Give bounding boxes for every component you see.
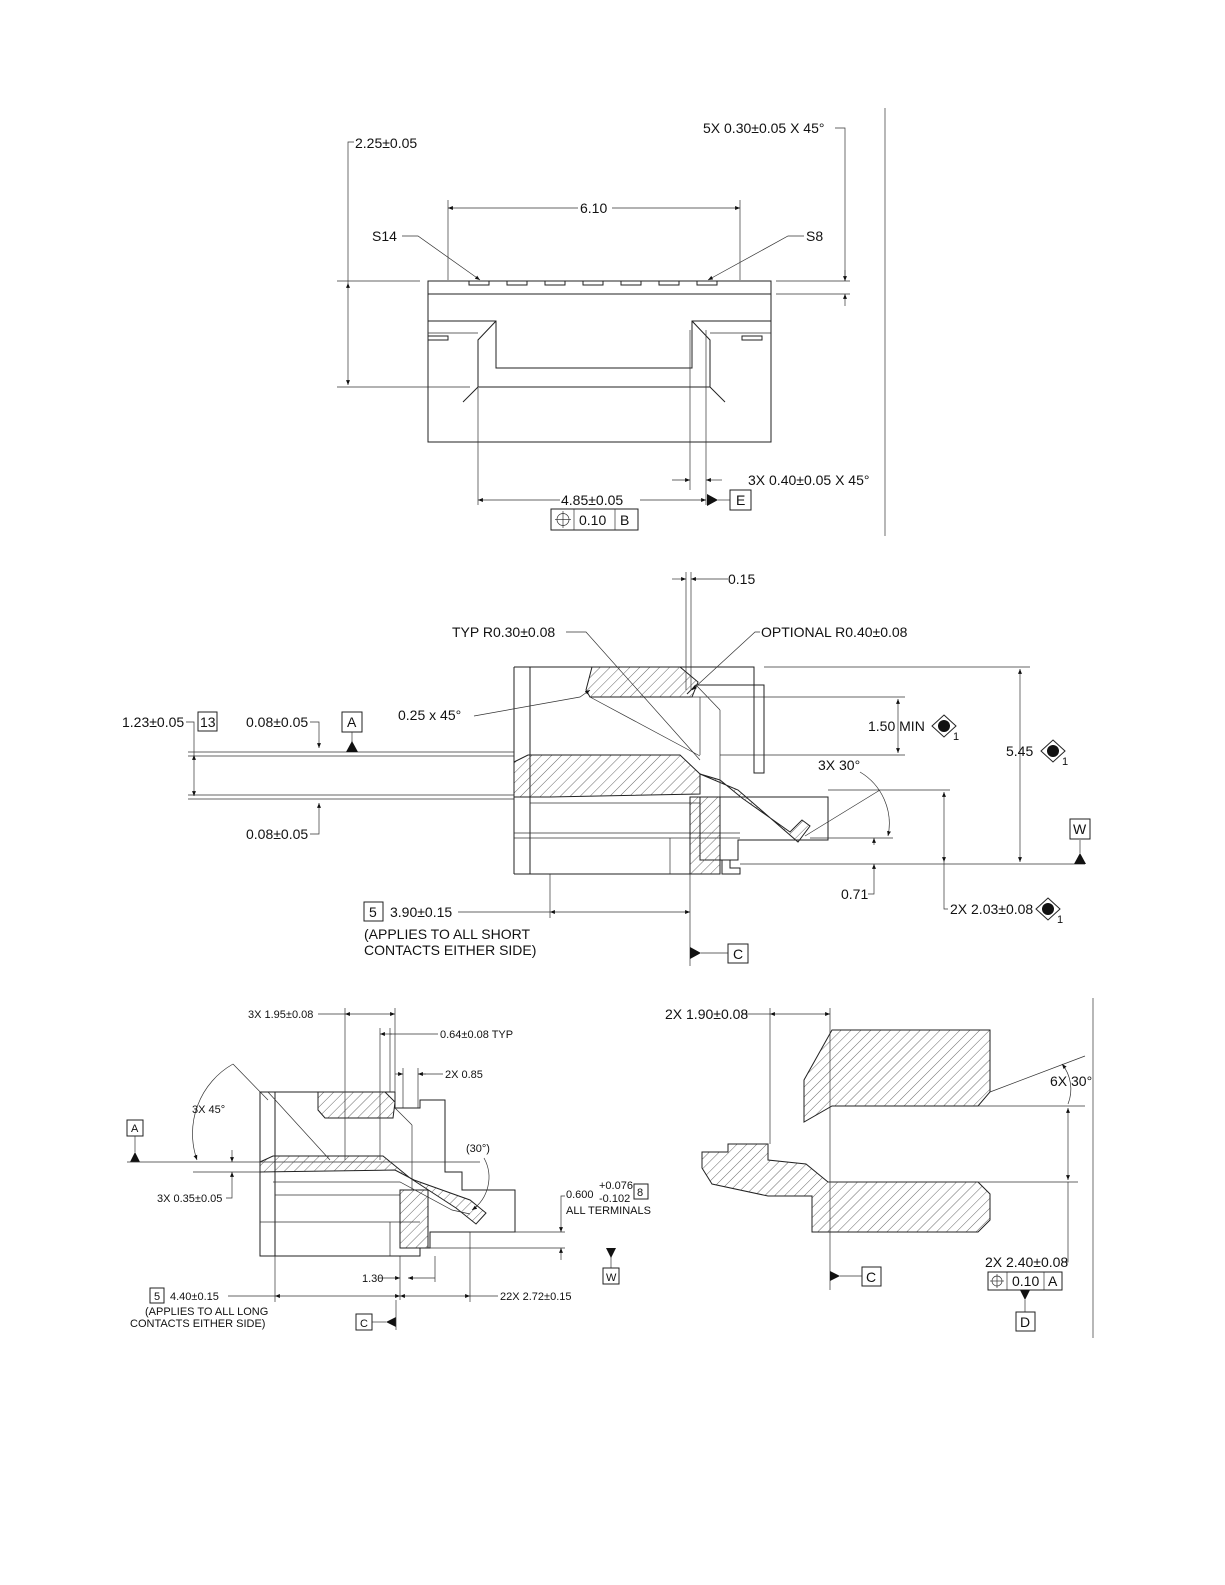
view1-dim-width: 6.10	[580, 200, 607, 216]
view2-dim-left: 1.23±0.05	[122, 714, 184, 730]
view3-dim-272: 22X 2.72±0.15	[500, 1291, 571, 1303]
view2-hatch-mid	[513, 754, 701, 798]
view2-flag-13	[197, 711, 218, 732]
view3-tol-base: 0.600	[566, 1189, 594, 1201]
view2-radius-typ: TYP R0.30±0.08	[452, 624, 555, 640]
view2-dim-071: 0.71	[841, 886, 868, 902]
view1-fcf-datum: B	[620, 512, 629, 528]
view3-housing	[259, 1091, 516, 1257]
view4-feature-control-frame: 0.10 A	[987, 1271, 1063, 1291]
view2-datum-a: A	[347, 714, 357, 730]
view1-cavity	[428, 320, 771, 369]
view3-note-terminals: ALL TERMINALS	[566, 1205, 651, 1217]
view3-long-contact-view: 3X 45° A 3X 0.35±0.05 3X 1.95±0.08 0.64±…	[126, 1008, 651, 1331]
view2-flag-13-label: 13	[200, 714, 216, 730]
view3-dim-130: 1.30	[362, 1273, 383, 1285]
view3-note-line2: CONTACTS EITHER SIDE)	[130, 1318, 265, 1330]
view2-height: 5.45	[1006, 743, 1033, 759]
view2-min-dim: 1.50 MIN	[868, 718, 925, 734]
view3-dim-085: 2X 0.85	[445, 1069, 483, 1081]
view2-radius-optional: OPTIONAL R0.40±0.08	[761, 624, 908, 640]
view4-terminal-detail: 2X 1.90±0.08 6X 30° 2X 2.40±0.08 0.10 A …	[665, 998, 1094, 1338]
view3-datum-w: W	[606, 1272, 617, 1284]
view3-flag-8-label: 8	[637, 1187, 643, 1199]
view2-datum-c: C	[733, 946, 743, 962]
view2-section-view: TYP R0.30±0.08 OPTIONAL R0.40±0.08 0.25 …	[122, 571, 1091, 966]
view4-hatch-top	[803, 1029, 991, 1123]
view3-flag-8	[633, 1183, 649, 1200]
view3-dim-195: 3X 1.95±0.08	[248, 1009, 313, 1021]
view1-label-s8: S8	[806, 228, 823, 244]
view4-datum-c-box	[861, 1266, 882, 1287]
view1-contact-pads	[468, 280, 718, 286]
view2-chamfer: 0.25 x 45°	[398, 707, 461, 723]
view1-body	[427, 280, 772, 443]
view2-note-line1: (APPLIES TO ALL SHORT	[364, 926, 530, 942]
view1-feature-control-frame: 0.10 B	[550, 508, 639, 531]
view3-flag-5	[149, 1287, 165, 1304]
view3-datum-c: C	[360, 1318, 368, 1330]
view3-dim-064: 0.64±0.08 TYP	[440, 1029, 513, 1041]
view2-flag-5	[363, 901, 384, 922]
view3-hatch-bottom	[399, 1189, 429, 1249]
view3-dim-440: 4.40±0.15	[170, 1291, 219, 1303]
view3-note-line1: (APPLIES TO ALL LONG	[145, 1306, 268, 1318]
critical-diamond-icon: 1	[1040, 739, 1068, 768]
view1-top-view: S14 S8 6.10 2.25±0.05 5X 0.30±0.05 X 45°…	[337, 108, 886, 536]
view3-datum-a: A	[131, 1123, 139, 1135]
view1-dim-height: 2.25±0.05	[355, 135, 417, 151]
view2-flag-5-label: 5	[369, 904, 377, 920]
view3-flag-5-label: 5	[154, 1291, 160, 1303]
view4-fcf-datum: A	[1048, 1273, 1058, 1289]
datum-e-label: E	[736, 492, 745, 508]
view2-dim-thick-bottom: 0.08±0.05	[246, 826, 308, 842]
view4-angle-30: 6X 30°	[1050, 1073, 1092, 1089]
view2-datum-w: W	[1073, 821, 1087, 837]
view1-fcf-value: 0.10	[579, 512, 606, 528]
subscript-1: 1	[953, 731, 959, 743]
subscript-1: 1	[1057, 914, 1063, 926]
subscript-1: 1	[1062, 756, 1068, 768]
view2-dim-thick-top: 0.08±0.05	[246, 714, 308, 730]
view3-contact	[259, 1155, 487, 1225]
view3-angle-30: (30°)	[466, 1143, 490, 1155]
view2-dim-gap: 0.15	[728, 571, 755, 587]
view2-hatch-top	[585, 666, 699, 698]
view2-note-line2: CONTACTS EITHER SIDE)	[364, 942, 536, 958]
view2-contact	[699, 773, 811, 843]
view4-dim-190: 2X 1.90±0.08	[665, 1006, 748, 1022]
datum-e-triangle	[707, 494, 718, 506]
view4-datum-d-box	[1015, 1311, 1036, 1332]
view3-datum-w-box	[602, 1267, 620, 1285]
view4-datum-c: C	[866, 1269, 876, 1285]
view3-angle-45: 3X 45°	[192, 1104, 225, 1116]
view1-dim-chamfer-bottom: 3X 0.40±0.05 X 45°	[748, 472, 869, 488]
view4-fcf-value: 0.10	[1012, 1273, 1039, 1289]
view4-dim-240: 2X 2.40±0.08	[985, 1254, 1068, 1270]
view1-dim-chamfer-top: 5X 0.30±0.05 X 45°	[703, 120, 824, 136]
view2-dim-203: 2X 2.03±0.08	[950, 901, 1033, 917]
view3-hatch-top	[317, 1091, 396, 1119]
critical-diamond-icon: 1	[931, 714, 959, 743]
datum-e-box	[729, 489, 752, 511]
view1-dim-span: 4.85±0.05	[561, 492, 623, 508]
critical-diamond-icon: 1	[1035, 897, 1063, 926]
view3-tol-plus: +0.076	[599, 1180, 633, 1192]
view2-dim-390: 3.90±0.15	[390, 904, 452, 920]
view1-label-s14: S14	[372, 228, 397, 244]
view3-tol-minus: -0.102	[599, 1193, 630, 1205]
view4-datum-d: D	[1020, 1314, 1030, 1330]
view2-hatch-bottom	[689, 796, 721, 875]
view4-hatch-bottom	[701, 1143, 991, 1233]
view2-datum-w-box	[1069, 818, 1091, 840]
view3-dim-035: 3X 0.35±0.05	[157, 1193, 222, 1205]
view2-angle: 3X 30°	[818, 757, 860, 773]
view2-datum-c-box	[727, 943, 749, 964]
